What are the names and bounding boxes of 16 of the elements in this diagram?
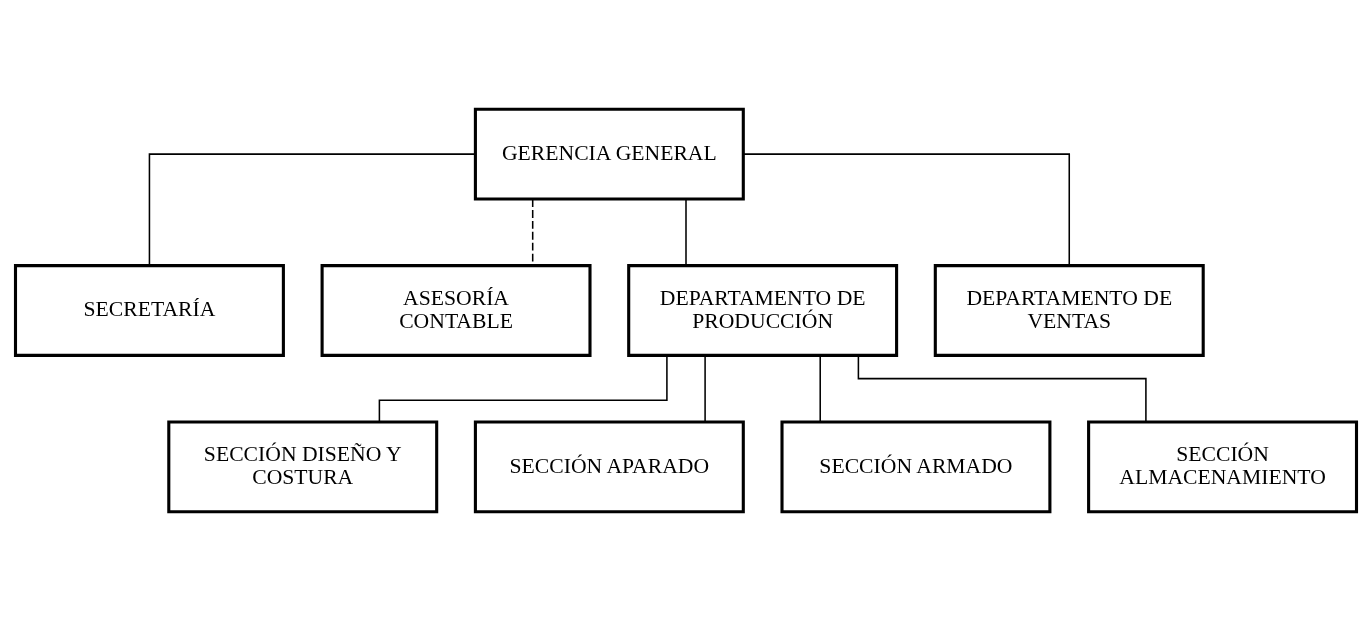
node-box: SECRETARÍA: [13, 263, 285, 357]
connector: [148, 152, 476, 266]
node-box: DEPARTAMENTO DE VENTAS: [933, 263, 1205, 357]
connector: [857, 354, 1147, 422]
node-box: SECCIÓN DISEÑO Y COSTURA: [167, 419, 439, 513]
connector: [742, 152, 1071, 266]
node-box: DEPARTAMENTO DE PRODUCCIÓN: [627, 263, 899, 357]
node-box: GERENCIA GENERAL: [473, 107, 745, 201]
node-box: SECCIÓN APARADO: [473, 419, 745, 513]
node-box: SECCIÓN ARMADO: [780, 419, 1052, 513]
connector: [819, 354, 821, 423]
connector: [704, 354, 706, 423]
connector: [685, 198, 687, 266]
node-box: SECCIÓN ALMACENAMIENTO: [1087, 419, 1359, 513]
connector: [378, 354, 668, 422]
node-box: ASESORÍA CONTABLE: [320, 263, 592, 357]
